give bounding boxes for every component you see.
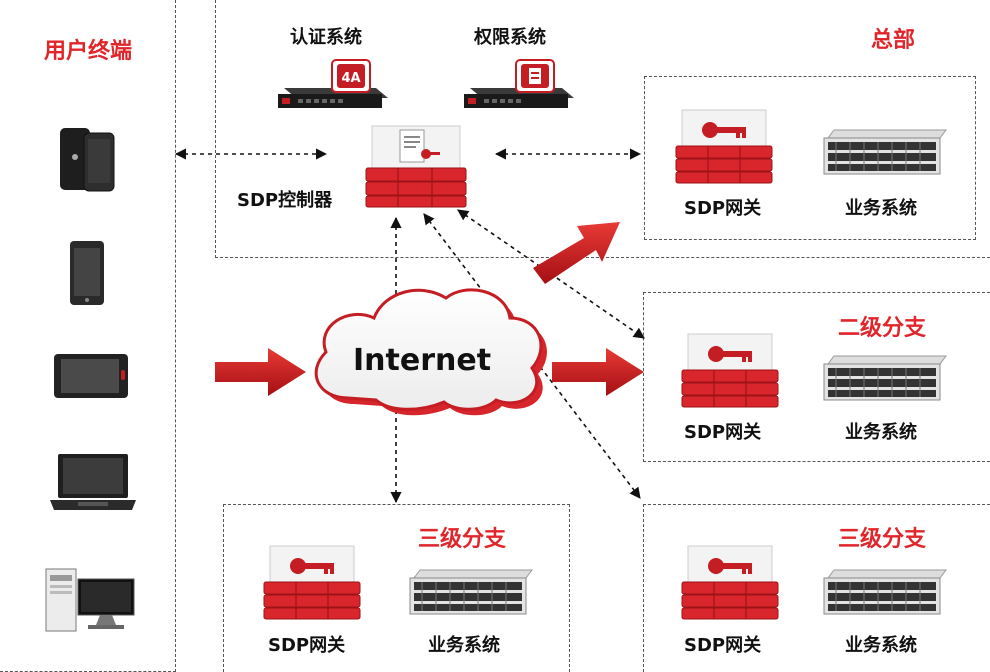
flow-arrow-internet-branch2 — [552, 348, 644, 396]
laptop-icon — [50, 454, 136, 510]
sdp-controller-icon — [365, 125, 467, 208]
sdp-controller-label: SDP控制器 — [237, 190, 333, 211]
branch2-region — [643, 292, 990, 462]
flow-arrow-internet-hq — [533, 222, 620, 284]
internet-label: Internet — [353, 343, 492, 378]
branch3-left-business-label: 业务系统 — [428, 635, 500, 656]
phone-icon — [70, 241, 104, 305]
branch3-left-label: 三级分支 — [418, 527, 507, 552]
branch2-business-label: 业务系统 — [845, 422, 917, 443]
smartphone-icon — [60, 128, 115, 192]
branch2-sdp-gateway-icon — [681, 333, 779, 408]
branch3-left-server-rack-icon — [409, 569, 533, 615]
branch3-right-sdp-gateway-icon — [681, 545, 779, 620]
perm-system-label: 权限系统 — [474, 27, 546, 48]
perm-appliance-icon — [464, 59, 574, 108]
flow-arrow-terminal-internet — [215, 348, 306, 396]
hq-sdp-gateway-icon — [675, 109, 773, 184]
tablet-icon — [54, 354, 128, 398]
branch3-right-business-label: 业务系统 — [845, 635, 917, 656]
branch3-left-region — [223, 504, 570, 672]
hq-label: 总部 — [871, 28, 916, 53]
hq-server-rack-icon — [823, 129, 947, 175]
branch3-left-gateway-label: SDP网关 — [268, 635, 346, 656]
user-terminal-label: 用户终端 — [44, 39, 133, 64]
branch2-label: 二级分支 — [838, 316, 927, 341]
hq-gateway-box — [644, 76, 976, 240]
branch2-gateway-label: SDP网关 — [684, 422, 762, 443]
branch3-right-gateway-label: SDP网关 — [684, 635, 762, 656]
auth-badge-text: 4A — [341, 71, 360, 86]
branch3-right-server-rack-icon — [823, 569, 947, 615]
branch2-server-rack-icon — [823, 355, 947, 401]
auth-system-label: 认证系统 — [290, 27, 362, 48]
desktop-icon — [45, 568, 135, 632]
branch3-left-sdp-gateway-icon — [263, 545, 361, 620]
hq-business-label: 业务系统 — [845, 198, 917, 219]
cloud-icon — [314, 288, 547, 416]
branch3-right-region — [643, 504, 990, 672]
branch3-right-label: 三级分支 — [838, 527, 927, 552]
auth-appliance-icon: 4A — [278, 59, 388, 108]
hq-gateway-label: SDP网关 — [684, 198, 762, 219]
